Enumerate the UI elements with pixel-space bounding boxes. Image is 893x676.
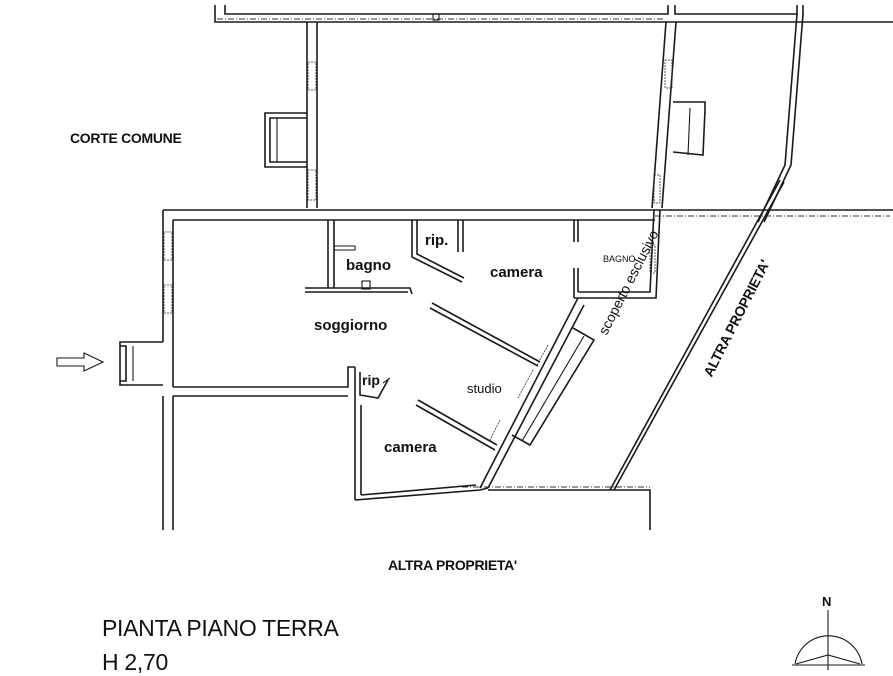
room-label-bagno: bagno [346,257,391,274]
apartment-walls [119,209,893,530]
room-label-studio: studio [467,381,502,396]
room-label-rip-south: rip [362,372,380,388]
label-altra-proprieta-south: ALTRA PROPRIETA' [388,557,517,573]
upper-building-walls [214,5,893,223]
room-label-rip-north: rip. [425,232,449,249]
label-corte-comune: CORTE COMUNE [70,130,182,146]
compass-north-label: N [822,594,832,609]
plan-title: PIANTA PIANO TERRA [102,615,339,641]
arrow-right-icon [56,352,105,372]
room-label-bagno-east: BAGNO [603,254,636,264]
plan-height-label: H 2,70 [102,649,168,675]
room-label-camera-north: camera [490,264,543,281]
room-label-camera-south: camera [384,439,437,456]
room-label-soggiorno: soggiorno [314,317,388,334]
property-boundary [609,179,785,491]
compass-icon [792,610,865,670]
